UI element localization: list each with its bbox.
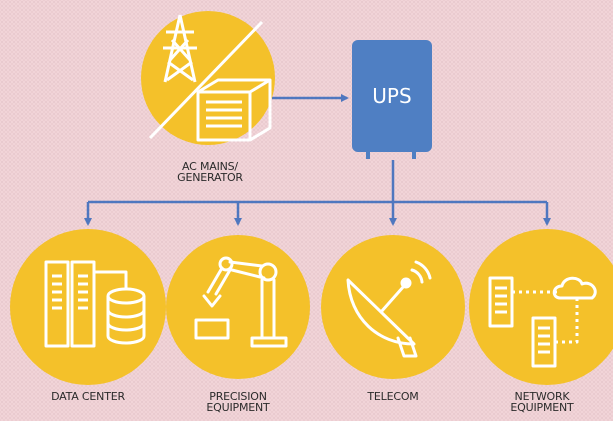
data-center-node [10, 229, 166, 385]
telecom-circle [321, 235, 465, 379]
telecom-node [321, 235, 465, 379]
ups-box [352, 40, 432, 152]
network-equipment-label: NETWORK EQUIPMENT [510, 390, 574, 414]
source-label: AC MAINS/ GENERATOR [177, 160, 243, 184]
ups-node [352, 40, 432, 159]
network-icon [488, 276, 597, 368]
precision-equipment-circle [166, 235, 310, 379]
source-node [141, 11, 275, 145]
precision-equipment-label: PRECISION EQUIPMENT [206, 390, 270, 414]
satellite-dish-icon [346, 260, 432, 358]
network-equipment-node [469, 229, 613, 385]
data-center-label: DATA CENTER [51, 390, 125, 403]
telecom-label: TELECOM [367, 390, 419, 403]
generator-icon [196, 78, 272, 142]
source-divider [148, 20, 264, 140]
ups-foot-left [366, 150, 370, 159]
ups-label: UPS [372, 84, 412, 108]
robotic-arm-icon [194, 256, 288, 348]
power-tower-icon [163, 14, 197, 83]
data-center-icon [44, 260, 146, 348]
connectors [84, 94, 551, 226]
ups-foot-right [412, 150, 416, 159]
network-equipment-circle [469, 229, 613, 385]
precision-equipment-node [166, 235, 310, 379]
